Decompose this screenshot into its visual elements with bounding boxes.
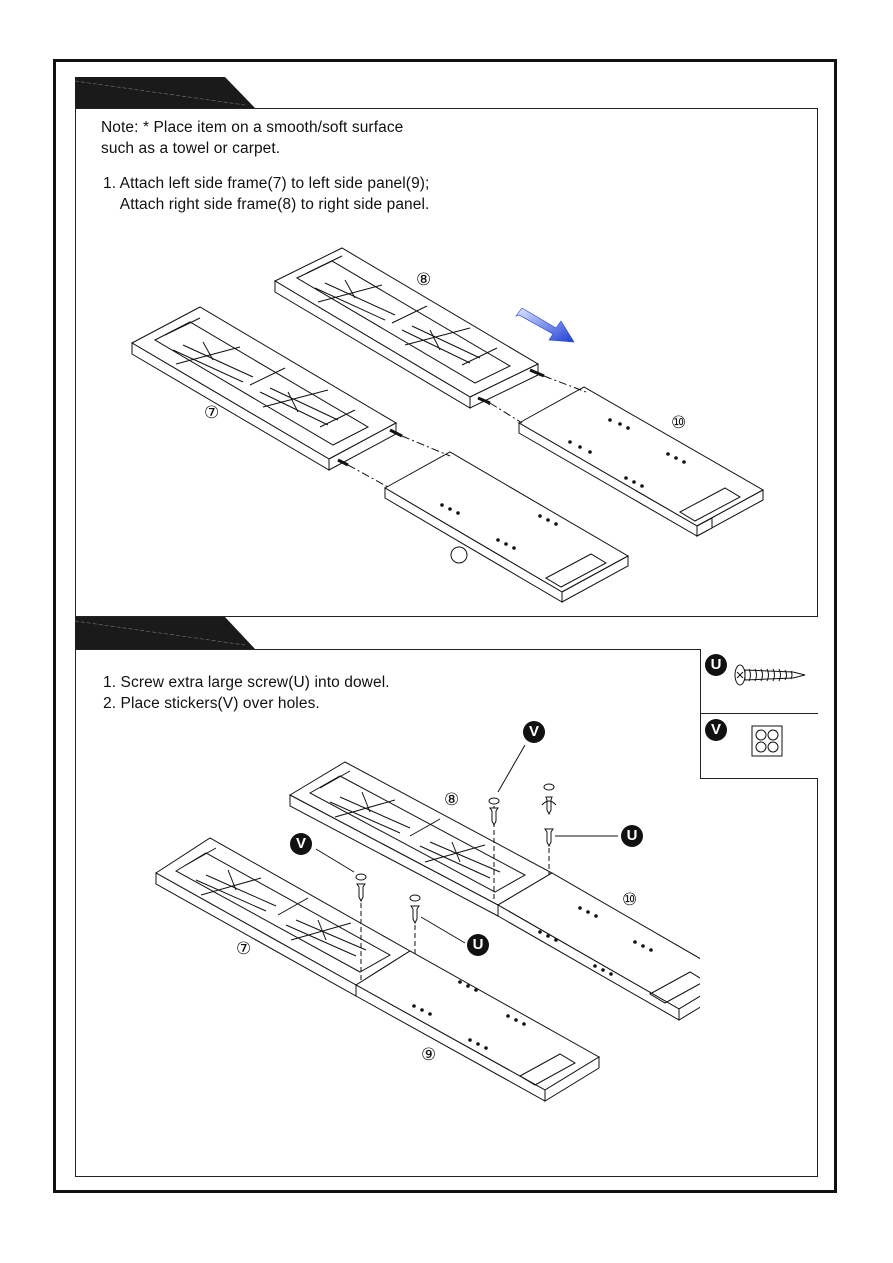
step1-note-line2: such as a towel or carpet. (101, 140, 281, 157)
alignment-lines (347, 375, 587, 488)
frame-8-right (273, 247, 545, 409)
callout-u-bottom: U (467, 934, 489, 956)
step1-diagram (130, 247, 765, 603)
hardware-legend: U V (700, 649, 818, 779)
step1-label-frame-7: ⑦ (204, 403, 220, 423)
step2-diagram (155, 744, 700, 1102)
step2-panel-9 (355, 950, 600, 1102)
step2-frame-8 (288, 761, 554, 917)
screws-and-stickers (315, 744, 618, 980)
step2-box (75, 649, 818, 1177)
callout-v-left: V (290, 833, 312, 855)
legend-letter-v: V (705, 719, 727, 741)
step2-frame-7 (155, 837, 411, 997)
step2-instr-line2: 2. Place stickers(V) over holes. (103, 695, 320, 712)
direction-arrow (515, 307, 575, 343)
step1-tab (75, 77, 255, 108)
callout-v-top: V (523, 721, 545, 743)
page-frame (53, 59, 837, 1193)
step2-label-panel-10: ⑩ (622, 890, 638, 910)
step2-panel-10 (497, 872, 700, 1021)
legend-letter-u: U (705, 654, 727, 676)
step2-label-frame-7: ⑦ (236, 939, 252, 959)
step2-tab (75, 617, 255, 649)
screw-icon (734, 664, 806, 686)
legend-row-v: V (701, 714, 818, 779)
step1-instr-line2: Attach right side frame(8) to right side… (103, 196, 430, 213)
frame-7-left (130, 306, 403, 471)
step2-instr-line1: 1. Screw extra large screw(U) into dowel… (103, 674, 390, 691)
step1-label-frame-8: ⑧ (416, 270, 432, 290)
panel-9-label-circle (450, 546, 468, 564)
step1-label-panel-10: ⑩ (671, 413, 687, 433)
sticker-sheet-icon (751, 725, 783, 757)
panel-9-left (383, 451, 630, 603)
step1-note-line1: Note: * Place item on a smooth/soft surf… (101, 119, 404, 136)
step1-instr-line1: 1. Attach left side frame(7) to left sid… (103, 175, 430, 192)
panel-10-right (517, 386, 765, 537)
step2-label-frame-8: ⑧ (444, 790, 460, 810)
callout-u-right: U (621, 825, 643, 847)
step2-label-panel-9: ⑨ (421, 1045, 437, 1065)
legend-row-u: U (701, 649, 818, 714)
